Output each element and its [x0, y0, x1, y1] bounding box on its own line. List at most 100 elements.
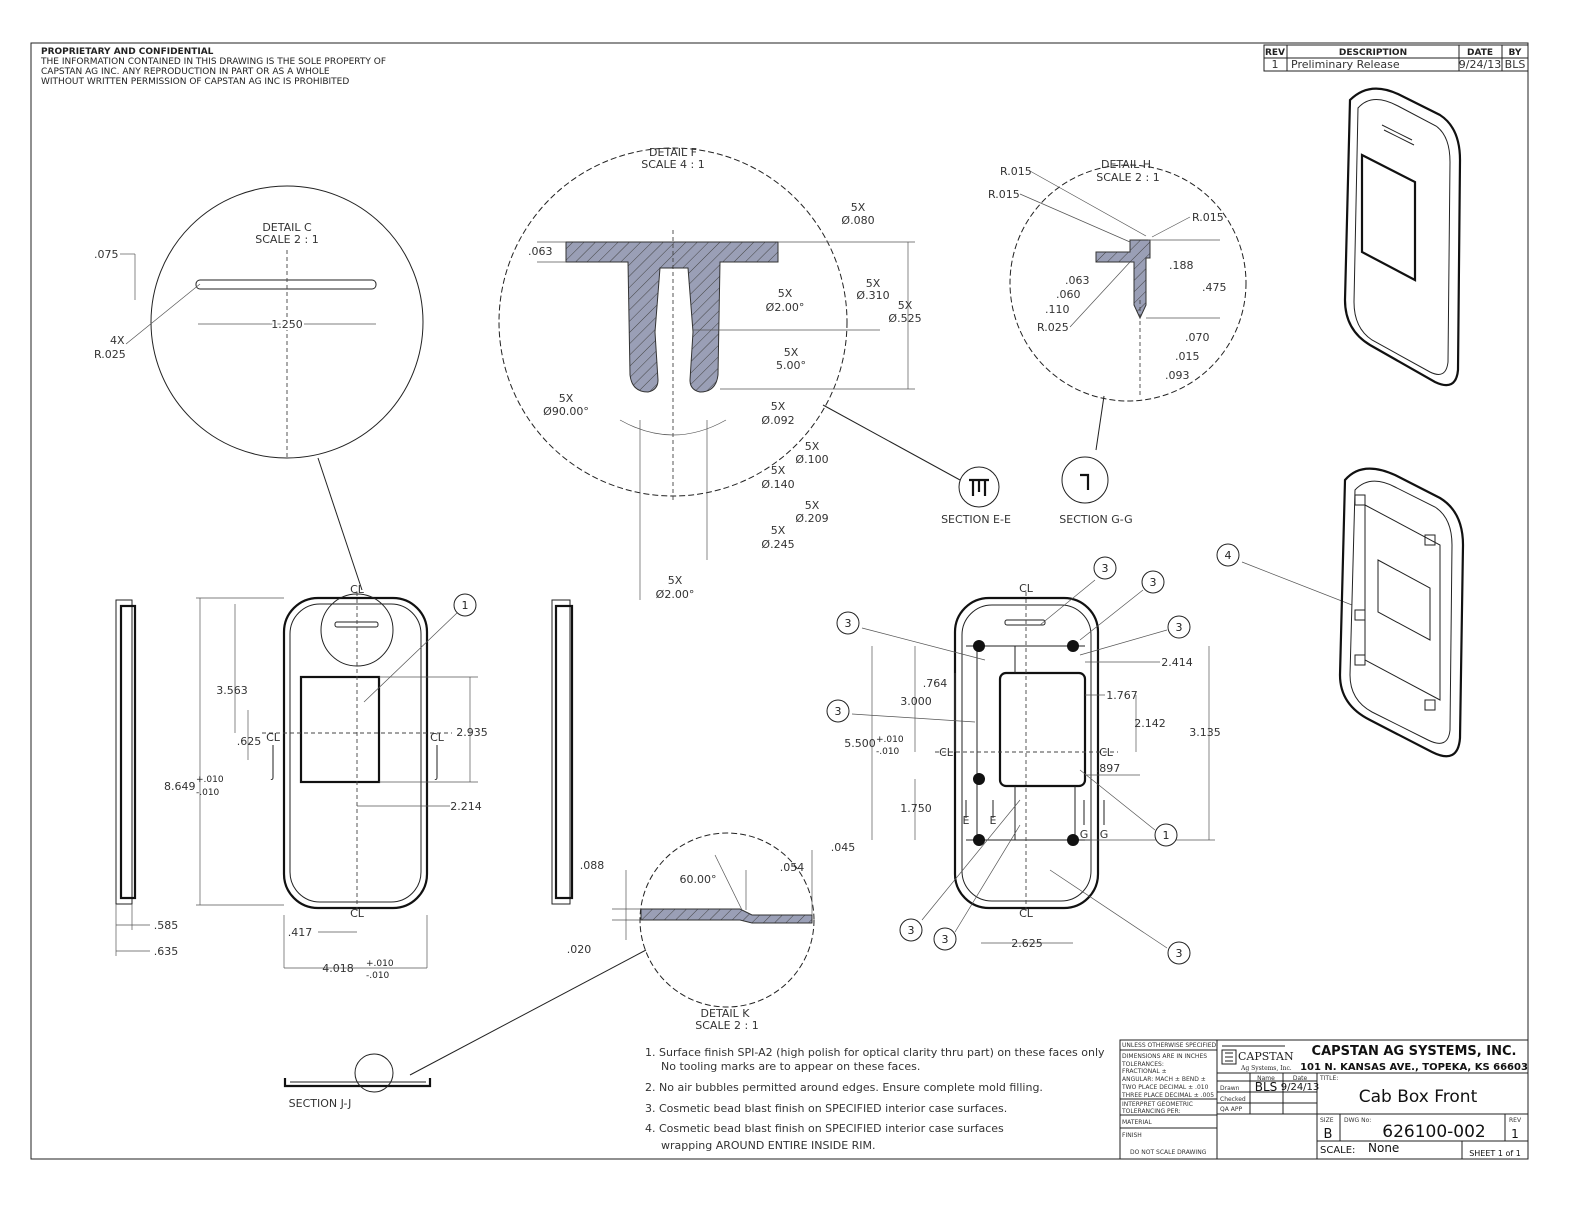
note: No tooling marks are to appear on these … — [661, 1060, 920, 1073]
centerline-label: CL — [266, 731, 281, 744]
dimension: .070 — [1185, 331, 1210, 344]
detail-label: DETAIL C — [262, 221, 312, 234]
centerline-label: CL — [1099, 746, 1114, 759]
detail-scale: SCALE 2 : 1 — [695, 1019, 758, 1032]
drawn-label: Drawn — [1220, 1085, 1240, 1092]
dimension: 2.414 — [1161, 656, 1193, 669]
by-header: BY — [1509, 48, 1522, 58]
balloon: 1 — [1163, 829, 1170, 842]
dimension: Ø.080 — [841, 214, 874, 227]
section-j-j: SECTION J-J — [283, 1053, 432, 1110]
dimension: .088 — [580, 859, 605, 872]
dimension: 3.135 — [1189, 726, 1221, 739]
tolerance: -.010 — [196, 788, 220, 798]
rev-label: REV — [1509, 1117, 1522, 1124]
dimension: Ø.140 — [761, 478, 794, 491]
dimension: 5X — [778, 287, 793, 300]
checked-label: Checked — [1220, 1096, 1246, 1103]
size-label: SIZE — [1320, 1117, 1334, 1124]
tolerance: -.010 — [876, 747, 900, 757]
dimension: .635 — [154, 945, 179, 958]
description-cell: Preliminary Release — [1291, 58, 1400, 71]
logo-subtext: Ag Systems, Inc. — [1240, 1065, 1292, 1072]
detail-k: DETAIL K SCALE 2 : 1 .088 60.00° .054 .0… — [409, 832, 856, 1076]
dimension: Ø.310 — [856, 289, 889, 302]
tolerance-text: INTERPRET GEOMETRIC — [1122, 1101, 1193, 1108]
do-not-scale: DO NOT SCALE DRAWING — [1130, 1149, 1207, 1156]
dimension: .063 — [528, 245, 553, 258]
dimension: 8.649 — [164, 780, 196, 793]
centerline-label: CL — [1019, 582, 1034, 595]
section-label: SECTION J-J — [289, 1097, 352, 1110]
dimension: 5X — [784, 346, 799, 359]
drawn-by: BLS — [1255, 1080, 1278, 1094]
tolerance: +.010 — [366, 959, 394, 969]
section-letter: E — [963, 814, 970, 827]
dimension: 5X — [805, 440, 820, 453]
section-letter: G — [1100, 828, 1109, 841]
drawing-title: Cab Box Front — [1359, 1087, 1478, 1107]
dimension: .625 — [237, 735, 262, 748]
detail-f: DETAIL F SCALE 4 : 1 .063 5XØ.080 5XØ.31… — [498, 146, 961, 601]
dimension: Ø.092 — [761, 414, 794, 427]
qa-label: QA APP — [1220, 1106, 1242, 1113]
drawn-date: 9/24/13 — [1281, 1082, 1320, 1093]
balloon: 1 — [462, 599, 469, 612]
rev-cell: 1 — [1272, 58, 1279, 71]
dimension: 1.750 — [900, 802, 932, 815]
detail-scale: SCALE 2 : 1 — [255, 233, 318, 246]
side-view-right — [551, 599, 574, 905]
dimension: R.025 — [1037, 321, 1069, 334]
note: wrapping AROUND ENTIRE INSIDE RIM. — [661, 1139, 876, 1152]
by-cell: BLS — [1505, 58, 1526, 71]
dimension: 5X — [898, 299, 913, 312]
material-label: MATERIAL — [1122, 1119, 1152, 1126]
section-label: SECTION E-E — [941, 513, 1011, 526]
sheet-border — [30, 42, 1529, 1160]
balloon: 3 — [1176, 947, 1183, 960]
dimension: .110 — [1045, 303, 1070, 316]
dimension: 5X — [866, 277, 881, 290]
back-view: CL CL .764 3.000 5.500 +.010 -.010 CL CL… — [844, 582, 1221, 950]
dimension: .475 — [1202, 281, 1227, 294]
tolerance-text: DIMENSIONS ARE IN INCHES — [1122, 1053, 1207, 1060]
dimension: .417 — [288, 926, 313, 939]
balloon: 3 — [1102, 562, 1109, 575]
dimension: .093 — [1165, 369, 1190, 382]
dimension: 5X — [771, 400, 786, 413]
tolerance: -.010 — [366, 971, 390, 981]
scale-value: None — [1368, 1141, 1399, 1155]
dimension: .585 — [154, 919, 179, 932]
dimension: .045 — [831, 841, 856, 854]
dimension: 5.00° — [776, 359, 806, 372]
section-letter: J — [434, 768, 438, 781]
balloon: 3 — [835, 705, 842, 718]
dimension: 2.214 — [450, 800, 482, 813]
dimension: Ø90.00° — [543, 405, 589, 418]
dimension: .764 — [923, 677, 948, 690]
detail-label: DETAIL K — [701, 1007, 751, 1020]
tolerance-text: TOLERANCING PER: — [1121, 1108, 1180, 1115]
section-label: SECTION G-G — [1059, 513, 1132, 526]
note: 4. Cosmetic bead blast finish on SPECIFI… — [645, 1122, 1004, 1135]
dwg-no-label: DWG No: — [1344, 1117, 1371, 1124]
detail-scale: SCALE 2 : 1 — [1096, 171, 1159, 184]
dimension: .054 — [780, 861, 805, 874]
company-address: 101 N. KANSAS AVE., TOPEKA, KS 66603 — [1300, 1062, 1528, 1073]
dimension: 4X — [110, 334, 125, 347]
dimension: 5X — [851, 201, 866, 214]
dimension: 60.00° — [680, 873, 717, 886]
company-name: CAPSTAN AG SYSTEMS, INC. — [1312, 1044, 1517, 1059]
drawing-notes: 1. Surface finish SPI-A2 (high polish fo… — [645, 1046, 1105, 1152]
dimension: 5X — [668, 574, 683, 587]
balloon: 3 — [1176, 621, 1183, 634]
section-letter: G — [1080, 828, 1089, 841]
dimension: 2.625 — [1011, 937, 1043, 950]
sheet-size: B — [1324, 1127, 1333, 1142]
company-logo: CAPSTAN Ag Systems, Inc. — [1221, 1045, 1294, 1072]
dimension: .897 — [1096, 762, 1121, 775]
tolerance: +.010 — [196, 775, 224, 785]
confidential-line: CAPSTAN AG INC. ANY REPRODUCTION IN PART… — [41, 67, 330, 77]
section-letter: J — [270, 768, 274, 781]
